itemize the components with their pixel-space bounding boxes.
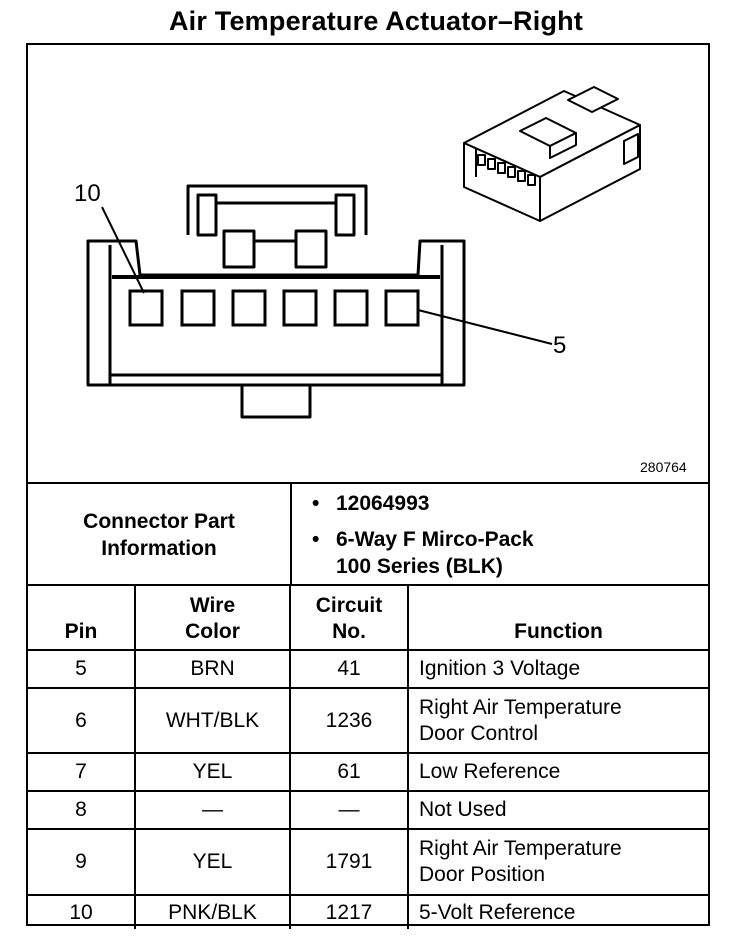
pin-cell: 7 bbox=[28, 752, 136, 792]
table-row: 5 BRN 41 Ignition 3 Voltage bbox=[28, 649, 708, 689]
connector-isometric-icon bbox=[463, 86, 641, 222]
circuit-cell: — bbox=[289, 790, 409, 830]
connector-sheet: 10 5 280764 Connector Part Information •… bbox=[26, 43, 710, 929]
header-pin: Pin bbox=[28, 584, 136, 651]
leader-line-pin-5 bbox=[417, 309, 553, 345]
wire-color-cell: YEL bbox=[134, 828, 291, 896]
part-number: 12064993 bbox=[336, 492, 430, 515]
connector-description: 6-Way F Mirco-Pack bbox=[336, 528, 534, 551]
pin-cavity-6 bbox=[333, 289, 369, 327]
function-cell: 5-Volt Reference bbox=[407, 894, 708, 929]
connector-info-label-line1: Connector Part bbox=[83, 510, 235, 533]
wire-color-cell: BRN bbox=[134, 649, 291, 689]
pin-cavity-7 bbox=[282, 289, 318, 327]
figure-number: 280764 bbox=[640, 459, 687, 475]
pin-cell: 9 bbox=[28, 828, 136, 896]
connector-face bbox=[86, 184, 466, 419]
circuit-cell: 41 bbox=[289, 649, 409, 689]
circuit-cell: 1791 bbox=[289, 828, 409, 896]
wire-color-cell: — bbox=[134, 790, 291, 830]
leader-line-pin-10 bbox=[101, 206, 145, 294]
table-row: 7 YEL 61 Low Reference bbox=[28, 752, 708, 792]
circuit-cell: 1236 bbox=[289, 687, 409, 754]
table-row: 8 — — Not Used bbox=[28, 790, 708, 830]
connector-info-label: Connector Part Information bbox=[28, 484, 292, 586]
connector-description-line2: 100 Series (BLK) bbox=[336, 555, 503, 578]
pin-cavity-9 bbox=[180, 289, 216, 327]
connector-info-details: • 12064993 • 6-Way F Mirco-Pack 100 Seri… bbox=[292, 484, 708, 586]
table-row: 10 PNK/BLK 1217 5-Volt Reference bbox=[28, 894, 708, 929]
connector-description-line1: • 6-Way F Mirco-Pack bbox=[312, 528, 534, 552]
wire-color-cell: YEL bbox=[134, 752, 291, 792]
pin-cell: 10 bbox=[28, 894, 136, 929]
circuit-cell: 61 bbox=[289, 752, 409, 792]
function-cell: Ignition 3 Voltage bbox=[407, 649, 708, 689]
part-number-line: • 12064993 bbox=[312, 492, 430, 516]
pin-cell: 8 bbox=[28, 790, 136, 830]
wire-color-cell: WHT/BLK bbox=[134, 687, 291, 754]
pin-cell: 6 bbox=[28, 687, 136, 754]
pin-cavity-8 bbox=[231, 289, 267, 327]
header-function: Function bbox=[407, 584, 708, 651]
pin-cell: 5 bbox=[28, 649, 136, 689]
circuit-cell: 1217 bbox=[289, 894, 409, 929]
pin-10-callout: 10 bbox=[74, 180, 101, 207]
pin-cavities bbox=[128, 289, 420, 327]
connector-face-drawing bbox=[86, 86, 641, 419]
function-cell: Low Reference bbox=[407, 752, 708, 792]
wire-color-cell: PNK/BLK bbox=[134, 894, 291, 929]
connector-info-row: Connector Part Information • 12064993 • … bbox=[28, 482, 708, 586]
bullet-icon: • bbox=[312, 528, 320, 551]
pin-5-callout: 5 bbox=[553, 332, 567, 359]
page-title: Air Temperature Actuator–Right bbox=[168, 6, 584, 36]
bullet-icon: • bbox=[312, 492, 320, 515]
function-cell: Not Used bbox=[407, 790, 708, 830]
pin-cavity-10 bbox=[128, 289, 164, 327]
pin-cavity-5 bbox=[384, 289, 420, 327]
connector-info-label-line2: Information bbox=[101, 537, 217, 560]
connector-diagram: 10 5 280764 bbox=[28, 45, 708, 482]
